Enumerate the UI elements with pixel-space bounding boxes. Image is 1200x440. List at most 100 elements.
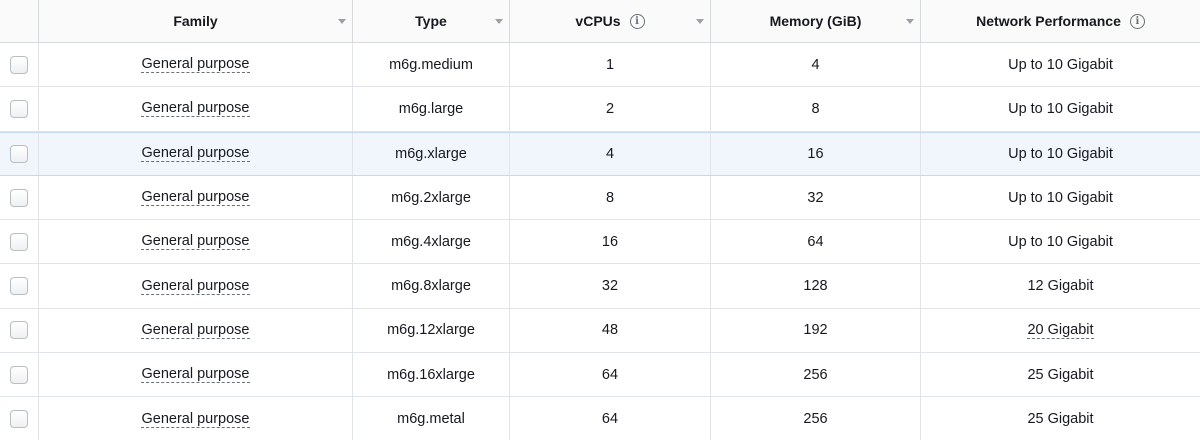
header-memory[interactable]: Memory (GiB) bbox=[711, 0, 921, 42]
network-cell: Up to 10 Gigabit bbox=[1008, 145, 1113, 162]
family-cell: General purpose bbox=[39, 220, 353, 264]
row-checkbox[interactable] bbox=[10, 321, 28, 340]
network-cell: 12 Gigabit bbox=[1027, 278, 1094, 295]
info-icon[interactable]: i bbox=[1129, 13, 1145, 29]
table-row[interactable]: General purpose m6g.medium 1 4 Up to 10 … bbox=[0, 43, 1200, 88]
network-cell: Up to 10 Gigabit bbox=[1008, 233, 1113, 250]
family-tooltip-link[interactable]: General purpose bbox=[141, 277, 250, 295]
table-row[interactable]: General purpose m6g.2xlarge 8 32 Up to 1… bbox=[0, 175, 1200, 221]
family-cell: General purpose bbox=[39, 308, 353, 353]
family-tooltip-link[interactable]: General purpose bbox=[141, 189, 250, 207]
family-cell: General purpose bbox=[39, 43, 353, 87]
memory-cell: 256 bbox=[711, 397, 921, 440]
type-cell: m6g.xlarge bbox=[353, 132, 510, 175]
family-cell: General purpose bbox=[39, 264, 353, 308]
family-tooltip-link[interactable]: General purpose bbox=[141, 145, 250, 163]
header-network-performance[interactable]: Network Performance i bbox=[921, 0, 1200, 42]
type-cell: m6g.large bbox=[353, 87, 510, 131]
family-tooltip-link[interactable]: General purpose bbox=[141, 56, 250, 74]
family-tooltip-link[interactable]: General purpose bbox=[141, 410, 250, 428]
row-checkbox[interactable] bbox=[10, 55, 28, 74]
row-select-cell bbox=[0, 308, 39, 353]
family-cell: General purpose bbox=[39, 397, 353, 440]
header-vcpus-label: vCPUs bbox=[575, 13, 621, 29]
memory-cell: 128 bbox=[711, 264, 921, 308]
header-type[interactable]: Type bbox=[353, 0, 510, 42]
table-header-row: Family Type vCPUs i Memory (GiB) Network… bbox=[0, 0, 1200, 43]
row-select-cell bbox=[0, 132, 39, 175]
memory-cell: 64 bbox=[711, 220, 921, 264]
family-tooltip-link[interactable]: General purpose bbox=[141, 233, 250, 251]
info-icon[interactable]: i bbox=[629, 13, 645, 29]
network-cell: 25 Gigabit bbox=[1027, 366, 1094, 383]
header-family-label: Family bbox=[173, 13, 218, 29]
row-checkbox[interactable] bbox=[10, 144, 28, 163]
vcpus-cell: 64 bbox=[510, 397, 711, 440]
row-select-cell bbox=[0, 175, 39, 220]
vcpus-cell: 2 bbox=[510, 87, 711, 131]
family-cell: General purpose bbox=[39, 87, 353, 131]
row-checkbox[interactable] bbox=[10, 277, 28, 296]
vcpus-cell: 8 bbox=[510, 175, 711, 220]
row-select-cell bbox=[0, 264, 39, 308]
table-row[interactable]: General purpose m6g.4xlarge 16 64 Up to … bbox=[0, 220, 1200, 265]
vcpus-cell: 48 bbox=[510, 308, 711, 353]
header-family[interactable]: Family bbox=[39, 0, 353, 42]
row-checkbox[interactable] bbox=[10, 232, 28, 251]
memory-cell: 8 bbox=[711, 87, 921, 131]
vcpus-cell: 1 bbox=[510, 43, 711, 87]
header-select-column bbox=[0, 0, 39, 42]
table-row-highlighted[interactable]: General purpose m6g.xlarge 4 16 Up to 10… bbox=[0, 131, 1200, 176]
network-cell: 20 Gigabit bbox=[921, 309, 1200, 352]
memory-cell: 32 bbox=[711, 175, 921, 220]
type-cell: m6g.2xlarge bbox=[353, 175, 510, 220]
network-cell: Up to 10 Gigabit bbox=[1008, 100, 1113, 117]
vcpus-cell: 16 bbox=[510, 220, 711, 264]
type-cell: m6g.metal bbox=[353, 397, 510, 440]
type-cell: m6g.8xlarge bbox=[353, 264, 510, 308]
type-cell: m6g.12xlarge bbox=[353, 308, 510, 353]
row-select-cell bbox=[0, 87, 39, 131]
table-row[interactable]: General purpose m6g.16xlarge 64 256 25 G… bbox=[0, 353, 1200, 398]
row-checkbox[interactable] bbox=[10, 188, 28, 207]
vcpus-cell: 64 bbox=[510, 353, 711, 397]
family-cell: General purpose bbox=[39, 132, 353, 175]
network-tooltip-link[interactable]: 20 Gigabit bbox=[1027, 321, 1094, 339]
sort-caret-icon[interactable] bbox=[338, 19, 346, 24]
table-row[interactable]: General purpose m6g.8xlarge 32 128 12 Gi… bbox=[0, 264, 1200, 309]
network-cell: Up to 10 Gigabit bbox=[1008, 56, 1113, 73]
type-cell: m6g.16xlarge bbox=[353, 353, 510, 397]
type-cell: m6g.medium bbox=[353, 43, 510, 87]
sort-caret-icon[interactable] bbox=[906, 19, 914, 24]
memory-cell: 192 bbox=[711, 308, 921, 353]
network-cell: 25 Gigabit bbox=[1027, 411, 1094, 428]
family-cell: General purpose bbox=[39, 175, 353, 220]
table-row[interactable]: General purpose m6g.metal 64 256 25 Giga… bbox=[0, 397, 1200, 440]
memory-cell: 4 bbox=[711, 43, 921, 87]
row-checkbox[interactable] bbox=[10, 365, 28, 384]
row-checkbox[interactable] bbox=[10, 410, 28, 429]
family-cell: General purpose bbox=[39, 353, 353, 397]
header-type-label: Type bbox=[415, 13, 447, 29]
header-network-label: Network Performance bbox=[976, 13, 1121, 29]
row-select-cell bbox=[0, 220, 39, 264]
type-cell: m6g.4xlarge bbox=[353, 220, 510, 264]
family-tooltip-link[interactable]: General purpose bbox=[141, 321, 250, 339]
row-select-cell bbox=[0, 353, 39, 397]
memory-cell: 256 bbox=[711, 353, 921, 397]
sort-caret-icon[interactable] bbox=[495, 19, 503, 24]
row-checkbox[interactable] bbox=[10, 99, 28, 118]
row-select-cell bbox=[0, 43, 39, 87]
table-row[interactable]: General purpose m6g.large 2 8 Up to 10 G… bbox=[0, 87, 1200, 132]
row-select-cell bbox=[0, 397, 39, 440]
header-vcpus[interactable]: vCPUs i bbox=[510, 0, 711, 42]
vcpus-cell: 32 bbox=[510, 264, 711, 308]
vcpus-cell: 4 bbox=[510, 132, 711, 175]
sort-caret-icon[interactable] bbox=[696, 19, 704, 24]
family-tooltip-link[interactable]: General purpose bbox=[141, 366, 250, 384]
table-row[interactable]: General purpose m6g.12xlarge 48 192 20 G… bbox=[0, 308, 1200, 354]
network-cell: Up to 10 Gigabit bbox=[1008, 189, 1113, 206]
family-tooltip-link[interactable]: General purpose bbox=[141, 100, 250, 118]
memory-cell: 16 bbox=[711, 132, 921, 175]
